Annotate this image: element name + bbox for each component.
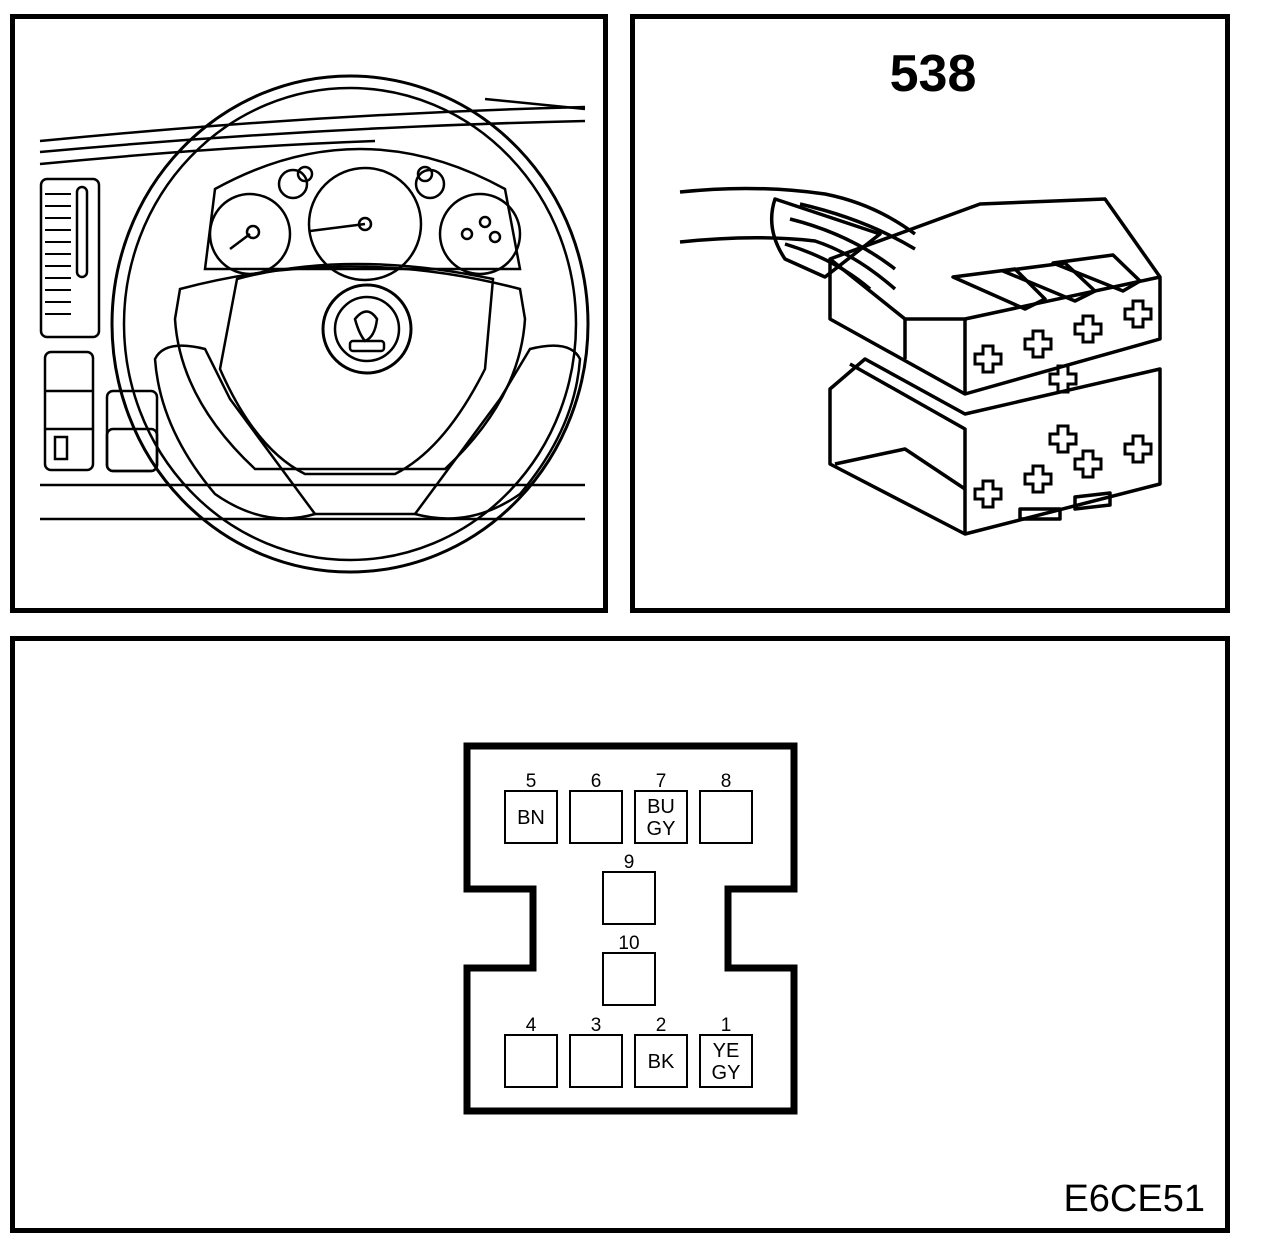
spoke-left [153, 344, 318, 520]
air-vent [39, 177, 101, 339]
pin-3: 3 [569, 1015, 623, 1088]
gauge-right [438, 192, 522, 276]
pin-cavity [569, 1034, 623, 1088]
pin-2: 2BK [634, 1015, 688, 1088]
wire-color: BN [517, 807, 545, 829]
wire-color: BU [647, 796, 675, 818]
pin-cavity [504, 1034, 558, 1088]
pin-number: 7 [656, 771, 667, 792]
pin-6: 6 [569, 771, 623, 844]
pin-cavity [634, 1034, 688, 1088]
wire-color: GY [647, 818, 676, 840]
steering-wheel-illustration [39, 74, 590, 574]
airbag-cover [218, 262, 495, 476]
pin-number: 4 [526, 1015, 537, 1036]
steering-wheel-rim [110, 74, 590, 574]
wire-color: BK [648, 1051, 675, 1073]
pin-cavity [504, 790, 558, 844]
pin-cavity [699, 1034, 753, 1088]
pin-number: 5 [526, 771, 537, 792]
pin-cavity [602, 871, 656, 925]
pin-number: 2 [656, 1015, 667, 1036]
connector-number: 538 [890, 45, 977, 103]
pin-cavity [602, 952, 656, 1006]
pin-cavity [569, 790, 623, 844]
pin-8: 8 [699, 771, 753, 844]
steering-wheel-panel [10, 14, 608, 613]
pin-number: 1 [721, 1015, 732, 1036]
wire-color: YE [713, 1040, 740, 1062]
pin-10: 10 [602, 933, 656, 1006]
pin-cavity [634, 790, 688, 844]
pin-number: 9 [624, 852, 635, 873]
spoke-right [412, 344, 582, 520]
saab-logo-badge [321, 283, 413, 375]
wire-color: GY [712, 1062, 741, 1084]
pin-4: 4 [504, 1015, 558, 1088]
instrument-cluster [203, 147, 522, 271]
pin-number: 10 [618, 933, 639, 954]
pin-cavity [699, 790, 753, 844]
connector-illustration: 538 [679, 45, 1162, 536]
connector-outline [463, 742, 798, 1115]
pin-number: 6 [591, 771, 602, 792]
connector-panel: 538 [630, 14, 1230, 613]
wire-harness [679, 186, 917, 236]
pin-9: 9 [602, 852, 656, 925]
figure-code: E6CE51 [1063, 1178, 1205, 1220]
steering-hub [173, 265, 527, 471]
connector-lower-housing [828, 357, 1162, 536]
speedometer [307, 166, 423, 282]
pin-number: 8 [721, 771, 732, 792]
dashboard-edge-line [39, 119, 586, 154]
dashboard-edge-line [39, 105, 586, 143]
connector-upper-housing [828, 197, 1162, 396]
pin-number: 3 [591, 1015, 602, 1036]
pin-5: 5BN [504, 771, 558, 844]
switch-panel [43, 350, 95, 472]
